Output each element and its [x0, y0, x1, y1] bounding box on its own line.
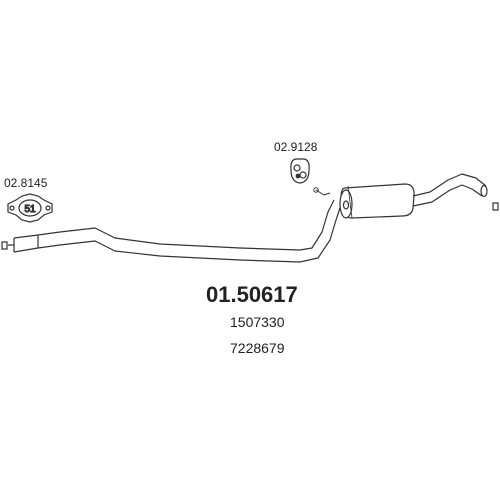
clamp-size-label: 51: [24, 204, 36, 215]
pipe-lower-edge: [13, 204, 342, 263]
tail-outlet: [480, 184, 488, 198]
tail-upper-edge: [412, 173, 487, 197]
tail-lower-edge: [412, 184, 483, 207]
clamp-icon: 51: [7, 193, 53, 223]
rear-silencer: [339, 183, 415, 219]
main-part-number: 01.50617: [206, 282, 298, 307]
pipe-upper-edge: [13, 199, 335, 251]
oem-number-2: 7228679: [230, 340, 285, 356]
inlet-flange-mark: [1, 241, 8, 250]
hanger-icon: [290, 158, 310, 184]
silencer-inlet-hole: [342, 200, 350, 210]
inlet-end: [1, 241, 14, 250]
tail-pipe: [412, 173, 499, 211]
hanger-part-number: 02.9128: [274, 140, 318, 154]
outlet-mark: [492, 202, 499, 211]
oem-number-1: 1507330: [230, 314, 285, 330]
clamp-part-number: 02.8145: [4, 176, 48, 190]
silencer-bracket: [313, 187, 331, 196]
main-pipe: [13, 199, 342, 263]
